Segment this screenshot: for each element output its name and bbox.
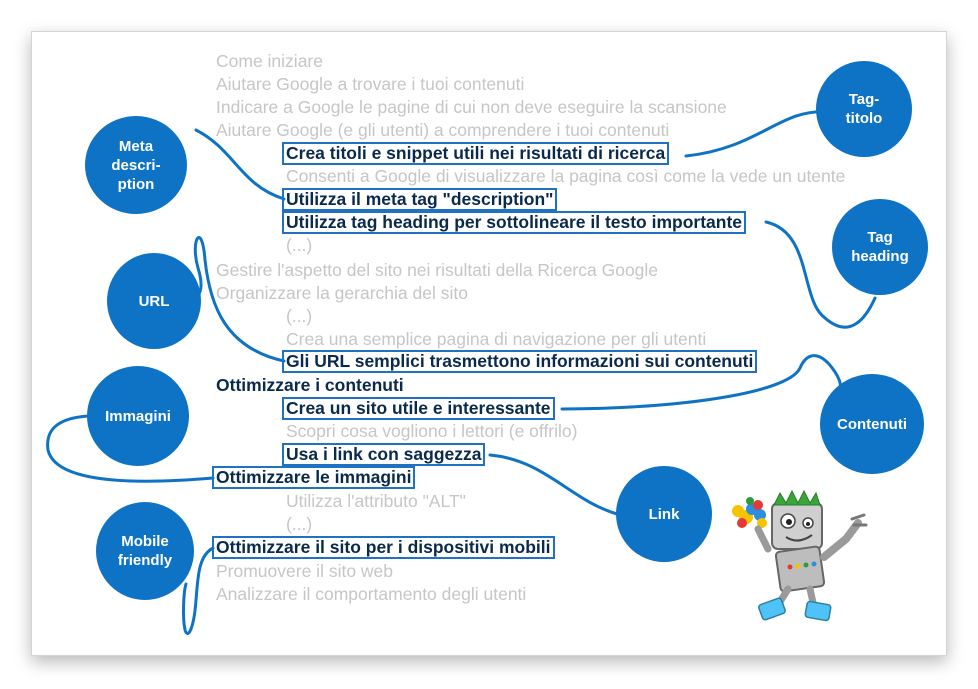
bubble-meta-line1: Meta <box>118 137 154 155</box>
connector-url <box>193 235 286 363</box>
connector-link <box>488 453 619 516</box>
bubble-immagini-label: Immagini <box>105 407 171 425</box>
bubble-mobile-line1: Mobile <box>121 533 169 550</box>
outline-line-ellipsis-1: (...) <box>286 235 313 255</box>
bubble-immagini: Immagini <box>87 366 189 466</box>
outline-line-trovare-contenuti: Aiutare Google a trovare i tuoi contenut… <box>216 74 525 94</box>
bubble-meta-line2: descri- <box>111 156 161 174</box>
outline-line-sito-utile: Crea un sito utile e interessante <box>282 397 555 420</box>
outline-line-aspetto-sito: Gestire l'aspetto del sito nei risultati… <box>216 260 659 280</box>
bubble-mobile-friendly: Mobile friendly <box>96 502 194 600</box>
bubble-tag-heading-line1: Tag <box>867 229 893 246</box>
outline-line-titoli-snippet: Crea titoli e snippet utili nei risultat… <box>282 142 670 165</box>
connector-meta-description <box>194 128 286 201</box>
outline-line-pagina-navigazione: Crea una semplice pagina di navigazione … <box>286 329 707 349</box>
outline-line-attributo-alt: Utilizza l'attributo "ALT" <box>286 491 466 511</box>
bubble-contenuti-label: Contenuti <box>837 415 907 433</box>
outline-line-analizzare: Analizzare il comportamento degli utenti <box>216 584 527 604</box>
bubble-meta-description: Meta descri- ption <box>85 116 187 214</box>
outline-line-promuovere: Promuovere il sito web <box>216 561 394 581</box>
outline-line-ellipsis-2: (...) <box>286 306 313 326</box>
outline-line-ottimizzare-contenuti: Ottimizzare i contenuti <box>216 375 404 395</box>
outline-line-come-iniziare: Come iniziare <box>216 51 323 71</box>
outline-line-lettori: Scopri cosa vogliono i lettori (e offril… <box>286 421 578 441</box>
connector-tag-titolo <box>684 110 830 158</box>
bubble-contenuti: Contenuti <box>820 374 924 474</box>
bubble-url: URL <box>107 253 201 349</box>
bubble-tag-titolo-line1: Tag- <box>848 91 880 108</box>
connector-contenuti <box>560 354 844 411</box>
outline-line-comprendere: Aiutare Google (e gli utenti) a comprend… <box>216 120 670 140</box>
bubble-mobile-line2: friendly <box>117 552 173 569</box>
bubble-tag-titolo: Tag- titolo <box>816 61 912 157</box>
outline-line-gerarchia: Organizzare la gerarchia del sito <box>216 283 468 303</box>
outline-line-ellipsis-3: (...) <box>286 514 313 534</box>
bubble-tag-heading: Tag heading <box>832 199 928 295</box>
outline-line-url-semplici: Gli URL semplici trasmettono informazion… <box>282 350 758 373</box>
bubble-meta-line3: ption <box>117 175 155 193</box>
outline-line-tag-heading: Utilizza tag heading per sottolineare il… <box>282 211 747 234</box>
outline-line-dispositivi-mobili: Ottimizzare il sito per i dispositivi mo… <box>212 536 555 559</box>
connector-immagini <box>46 414 215 483</box>
outline-line-link-saggezza: Usa i link con saggezza <box>282 443 486 466</box>
outline-line-scansione: Indicare a Google le pagine di cui non d… <box>216 97 727 117</box>
bubble-url-label: URL <box>138 292 170 310</box>
connector-mobile <box>181 546 215 635</box>
bubble-link-label: Link <box>648 505 680 523</box>
flower-bouquet-icon <box>732 497 767 528</box>
connector-tag-heading <box>764 220 877 329</box>
outline-line-meta-description: Utilizza il meta tag "description" <box>282 188 558 211</box>
outline-line-ottimizzare-immagini: Ottimizzare le immagini <box>212 466 416 489</box>
bubble-tag-titolo-line2: titolo <box>845 110 883 127</box>
googlebot-robot-icon <box>732 489 868 622</box>
bubble-link: Link <box>616 466 712 562</box>
bubble-tag-heading-line2: heading <box>851 248 909 265</box>
outline-line-visualizzare-pagina: Consenti a Google di visualizzare la pag… <box>286 166 846 186</box>
